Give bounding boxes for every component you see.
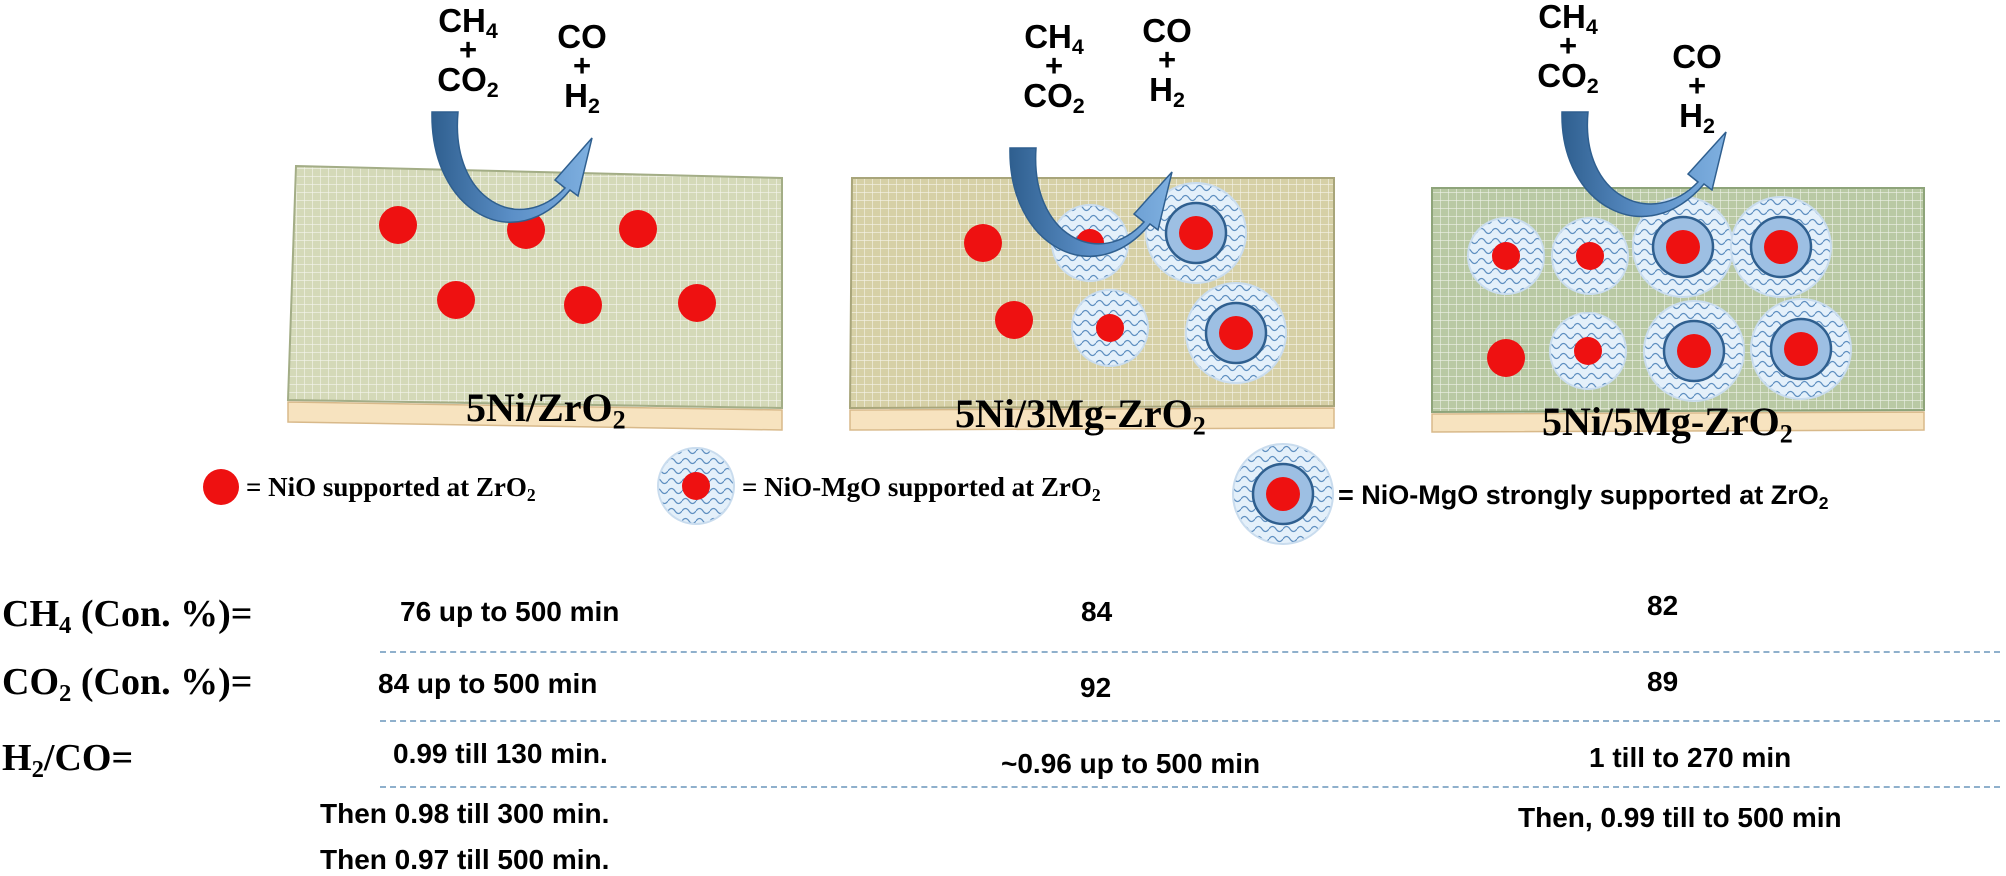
cell-h2co-panel-2: ~0.96 up to 500 min (1001, 748, 1261, 779)
note-panel-3-line-2: Then, 0.99 till to 500 min (1518, 802, 1842, 833)
reaction-arrow-1 (431, 111, 593, 223)
cell-ch4-panel-2: 84 (1081, 596, 1113, 627)
panel-label-2: 5Ni/3Mg-ZrO2 (955, 391, 1206, 441)
legend-symbol-nio-mgo (657, 447, 735, 525)
cell-h2co-panel-3: 1 till to 270 min (1589, 742, 1792, 773)
legend-text-nio-mgo: = NiO-MgO supported at ZrO2 (742, 472, 1101, 505)
products-label-2: CO + H2 (1142, 12, 1192, 112)
nio-particle (564, 286, 602, 324)
products-label-3: CO + H2 (1672, 38, 1722, 138)
nio-particle (995, 301, 1033, 339)
row-label-h2-co: H2/CO= (2, 737, 134, 783)
cell-h2co-panel-1: 0.99 till 130 min. (393, 738, 608, 769)
products-label-1: CO + H2 (557, 18, 607, 118)
cell-ch4-panel-1: 76 up to 500 min (400, 596, 620, 627)
nio-mgo-strong-particle (1642, 299, 1746, 403)
nio-mgo-particle (1071, 289, 1149, 367)
row-label-ch4: CH4 (Con. %)= (2, 593, 253, 639)
legend-symbol-nio-mgo-strong (1231, 442, 1335, 546)
reaction-arrow-3 (1561, 111, 1727, 218)
row-divider (380, 720, 2000, 722)
legend-symbol-nio (203, 469, 239, 505)
nio-particle (379, 206, 417, 244)
cell-co2-panel-1: 84 up to 500 min (378, 668, 598, 699)
reaction-arrow-2 (1009, 147, 1173, 257)
row-divider (380, 651, 2000, 653)
cell-co2-panel-3: 89 (1647, 666, 1679, 697)
nio-mgo-strong-particle (1184, 281, 1288, 385)
particles-panel-2 (964, 181, 1288, 385)
cell-ch4-panel-3: 82 (1647, 590, 1679, 621)
note-panel-1-line-2: Then 0.98 till 300 min. (320, 798, 610, 829)
nio-particle (1487, 339, 1525, 377)
panel-label-1: 5Ni/ZrO2 (466, 385, 626, 435)
row-label-co2: CO2 (Con. %)= (2, 661, 253, 707)
row-divider (380, 786, 2000, 788)
reactants-label-3: CH4 + CO2 (1537, 0, 1599, 98)
nio-mgo-particle (1549, 312, 1627, 390)
nio-particle (678, 284, 716, 322)
legend-text-nio-mgo-strong: = NiO-MgO strongly supported at ZrO2 (1338, 480, 1829, 513)
note-panel-1-line-3: Then 0.97 till 500 min. (320, 844, 610, 875)
reactants-label-1: CH4 + CO2 (437, 2, 499, 102)
cell-co2-panel-2: 92 (1080, 672, 1112, 703)
reactants-label-2: CH4 + CO2 (1023, 18, 1085, 118)
nio-particle (619, 210, 657, 248)
panel-label-3: 5Ni/5Mg-ZrO2 (1542, 399, 1793, 449)
nio-mgo-particle (1551, 217, 1629, 295)
particles-panel-3 (1467, 195, 1853, 403)
nio-mgo-particle (1467, 217, 1545, 295)
nio-particle (437, 281, 475, 319)
legend-text-nio: = NiO supported at ZrO2 (246, 472, 536, 505)
nio-mgo-strong-particle (1729, 195, 1833, 299)
nio-mgo-strong-particle (1749, 297, 1853, 401)
nio-particle (964, 224, 1002, 262)
